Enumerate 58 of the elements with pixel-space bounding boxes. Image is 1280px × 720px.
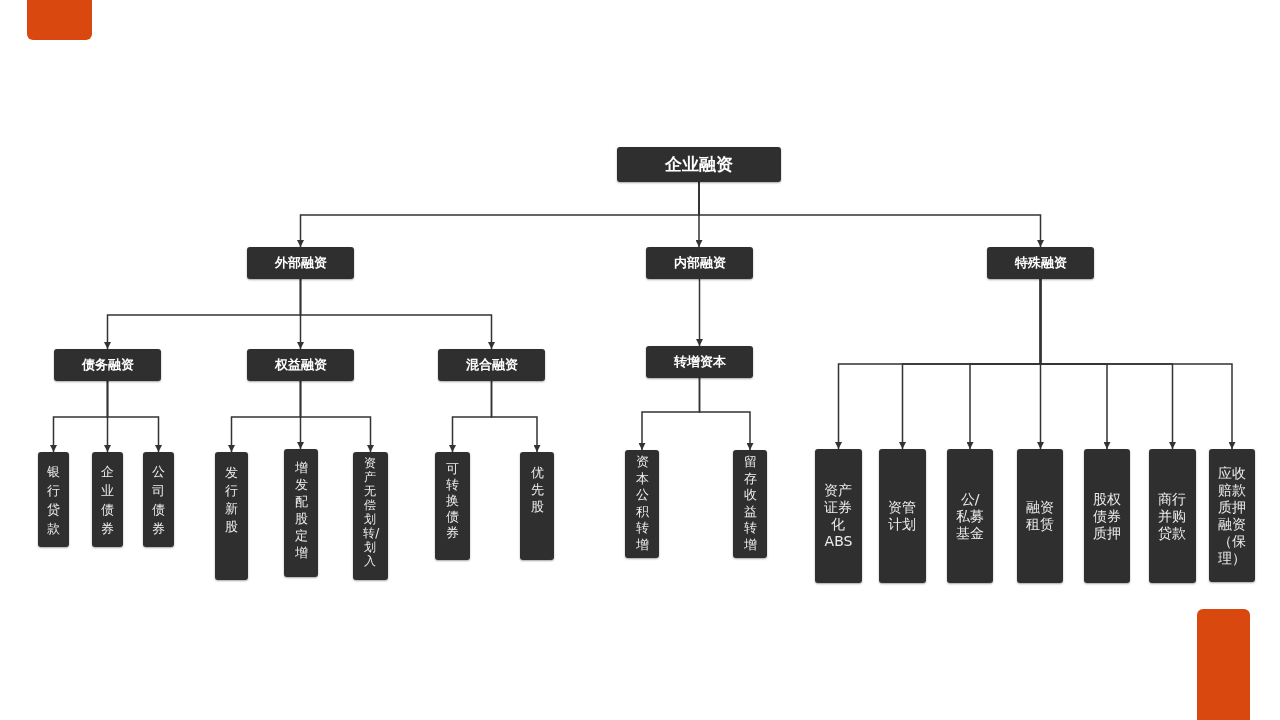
leaf-box xyxy=(1149,449,1196,583)
node-label: 资管计划 xyxy=(887,499,918,533)
node-label: 股权债券质押 xyxy=(1092,490,1122,542)
leaf-box xyxy=(435,452,470,560)
category-box xyxy=(247,349,354,381)
leaf-box xyxy=(1209,449,1255,582)
leaf-box xyxy=(353,452,388,580)
connector-arrow xyxy=(106,380,162,453)
node-label: 债务融资 xyxy=(81,356,134,374)
category-box xyxy=(646,346,753,378)
node-label: 增发配股定增 xyxy=(293,459,309,561)
node-label: 商行并购贷款 xyxy=(1157,490,1188,542)
node-label: 资本公积转增 xyxy=(634,454,650,553)
node-label: 应收赔款质押融资（保理） xyxy=(1217,464,1247,567)
node-label: 转增资本 xyxy=(673,353,726,371)
node-label: 特殊融资 xyxy=(1014,254,1067,272)
leaf-box xyxy=(733,450,767,558)
category-box xyxy=(987,247,1094,279)
connector-arrow xyxy=(1039,278,1236,450)
category-box xyxy=(247,247,354,279)
node-label: 优先股 xyxy=(529,464,545,515)
leaf-box xyxy=(143,452,174,547)
node-label: 发行新股 xyxy=(224,464,239,536)
node-label: 留存收益转增 xyxy=(742,454,758,553)
leaf-box xyxy=(1017,449,1063,583)
leaf-box xyxy=(815,449,862,583)
node-label: 可转换债券 xyxy=(445,461,460,541)
node-label: 公/私募基金 xyxy=(955,490,985,542)
connector-arrow xyxy=(698,377,754,451)
leaf-box xyxy=(625,450,659,558)
category-box xyxy=(438,349,545,381)
connector-arrow xyxy=(490,380,541,453)
node-label: 外部融资 xyxy=(274,254,327,272)
leaf-box xyxy=(92,452,123,547)
connector-arrow xyxy=(696,278,703,347)
node-label: 权益融资 xyxy=(274,356,327,374)
node-label: 公司债券 xyxy=(151,463,166,538)
node-label: 银行贷款 xyxy=(46,463,61,538)
node-label: 企业融资 xyxy=(665,153,733,176)
node-label: 混合融资 xyxy=(465,356,518,374)
node-label: 融资租赁 xyxy=(1025,499,1055,533)
leaf-box xyxy=(215,452,248,580)
node-label: 内部融资 xyxy=(673,254,726,272)
leaf-box xyxy=(1084,449,1130,583)
category-box xyxy=(646,247,753,279)
connector-arrow xyxy=(698,181,1044,248)
leaf-box xyxy=(947,449,993,583)
leaf-box xyxy=(879,449,926,583)
category-box xyxy=(54,349,161,381)
node-label: 资产证券化ABS xyxy=(823,482,854,550)
node-label: 企业债券 xyxy=(100,463,115,538)
leaf-box xyxy=(520,452,554,560)
node-label: 资产无偿划转/划入 xyxy=(363,456,378,568)
root-box xyxy=(617,147,781,182)
connector-arrow xyxy=(299,278,495,350)
leaf-box xyxy=(38,452,69,547)
leaf-box xyxy=(284,449,318,577)
connector-arrow xyxy=(299,380,374,453)
